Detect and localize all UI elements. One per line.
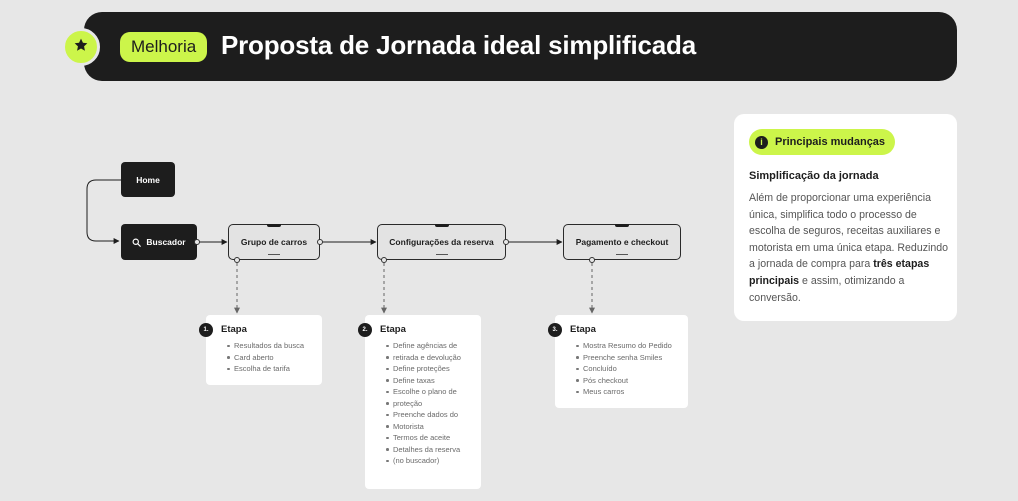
step-title: Etapa [380, 324, 406, 335]
node-notch [434, 224, 449, 227]
header-bar [84, 12, 957, 81]
star-badge [62, 28, 100, 66]
info-icon: i [755, 135, 768, 149]
step-item: Define proteções [386, 363, 481, 375]
node-underline [435, 254, 448, 255]
search-icon [132, 238, 142, 247]
step-item: Card aberto [227, 352, 322, 364]
page-title: Proposta de Jornada ideal simplificada [221, 30, 696, 60]
step-item: Detalhes da reserva [386, 444, 481, 456]
step-title: Etapa [570, 324, 596, 335]
step-item: Escolha de tarifa [227, 363, 322, 375]
step-number: 1. [199, 323, 213, 337]
node-underline [268, 254, 280, 255]
step-item: Resultados da busca [227, 340, 322, 352]
home-to-buscador-connector [86, 179, 121, 244]
buscador-node: Buscador [121, 224, 197, 260]
changes-pill: i Principais mudanças [749, 129, 896, 155]
step-item: Escolhe o plano de [386, 386, 481, 398]
changes-body-text-end: e assim, otimizando a conversão. [749, 274, 905, 304]
step-item: proteção [386, 398, 481, 410]
changes-body: Além de proporcionar uma experiência úni… [749, 190, 949, 306]
connector-dot [194, 239, 200, 245]
connector-dot [381, 257, 387, 263]
changes-subtitle: Simplificação da jornada [749, 170, 879, 182]
step-item: Motorista [386, 421, 481, 433]
pagamento-node: Pagamento e checkout [563, 224, 681, 260]
step-item: Meus carros [576, 386, 688, 398]
step-item: Concluído [576, 363, 688, 375]
step-item: Mostra Resumo do Pedido [576, 340, 688, 352]
step-number: 3. [548, 323, 562, 337]
changes-body-bold: três etapas principais [749, 258, 930, 287]
step-item: Termos de aceite [386, 432, 481, 444]
step-item: Preenche senha Smiles [576, 352, 688, 364]
changes-pill-label: Principais mudanças [775, 136, 886, 148]
node-notch [267, 224, 281, 227]
connector-dot [589, 257, 595, 263]
step-item: Pós checkout [576, 375, 688, 387]
home-node: Home [121, 162, 175, 197]
config-node: Configurações da reserva [377, 224, 506, 260]
changes-card: i Principais mudanças Simplificação da j… [734, 114, 957, 321]
grupo-node: Grupo de carros [228, 224, 320, 260]
node-underline [616, 254, 628, 255]
star-icon [73, 37, 89, 58]
connector-dot [317, 239, 323, 245]
connector-dot [503, 239, 509, 245]
home-label: Home [136, 174, 160, 185]
step-title: Etapa [221, 324, 247, 335]
connector-dot [234, 257, 240, 263]
changes-body-text: Além de proporcionar uma experiência úni… [749, 192, 949, 271]
step-item: Preenche dados do [386, 409, 481, 421]
pagamento-label: Pagamento e checkout [575, 237, 669, 247]
grupo-label: Grupo de carros [240, 237, 308, 247]
melhoria-pill: Melhoria [120, 32, 208, 62]
step-number: 2. [358, 323, 372, 337]
step-item: retirada e devolução [386, 352, 481, 364]
buscador-label: Buscador [146, 237, 186, 247]
step-item: (no buscador) [386, 455, 481, 467]
node-notch [615, 224, 629, 227]
config-label: Configurações da reserva [389, 237, 494, 247]
step-item: Define taxas [386, 375, 481, 387]
step-item: Define agências de [386, 340, 481, 352]
